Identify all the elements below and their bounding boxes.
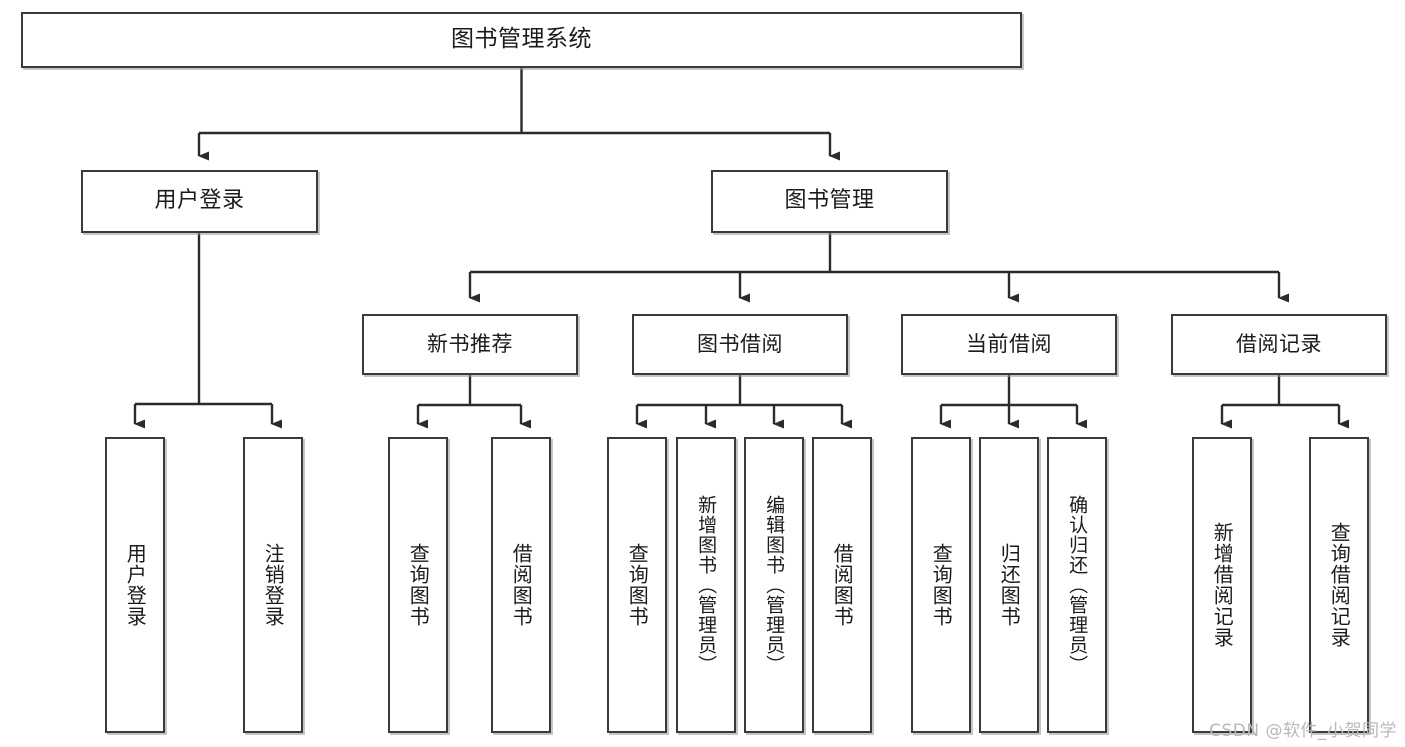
leaf-borrow-query-book-label: 查询图书 [625, 543, 650, 627]
node-current-borrow-label: 当前借阅 [966, 331, 1052, 356]
leaf-record-query-record-label: 查询借阅记录 [1327, 522, 1352, 648]
leaf-current-return-book[interactable]: 归还图书 [979, 437, 1039, 733]
leaf-newbook-query-book-label: 查询图书 [406, 543, 431, 627]
leaf-newbook-query-book[interactable]: 查询图书 [388, 437, 448, 733]
leaf-borrow-edit-book-admin-label: 编辑图书（管理员） [763, 495, 786, 675]
node-borrow-record-label: 借阅记录 [1236, 331, 1322, 356]
connectors [133, 68, 1349, 429]
node-root-label: 图书管理系统 [451, 26, 592, 53]
node-root-system[interactable]: 图书管理系统 [21, 12, 1022, 68]
leaf-borrow-borrow-book-label: 借阅图书 [830, 543, 855, 627]
leaf-borrow-add-book-admin[interactable]: 新增图书（管理员） [676, 437, 736, 733]
node-user-login-label: 用户登录 [154, 188, 245, 214]
node-book-management-label: 图书管理 [784, 188, 875, 214]
node-book-borrow[interactable]: 图书借阅 [632, 314, 848, 375]
csdn-watermark: CSDN @软件_小贺同学 [1209, 721, 1397, 741]
leaf-current-return-book-label: 归还图书 [997, 543, 1022, 627]
leaf-current-query-book-label: 查询图书 [929, 543, 954, 627]
leaf-record-add-record[interactable]: 新增借阅记录 [1192, 437, 1252, 733]
node-new-book-recommend[interactable]: 新书推荐 [362, 314, 578, 375]
leaf-current-confirm-return-admin[interactable]: 确认归还（管理员） [1047, 437, 1107, 733]
node-new-book-recommend-label: 新书推荐 [427, 331, 513, 356]
leaf-borrow-query-book[interactable]: 查询图书 [607, 437, 667, 733]
leaf-borrow-borrow-book[interactable]: 借阅图书 [812, 437, 872, 733]
node-book-management[interactable]: 图书管理 [711, 170, 948, 233]
leaf-user-logout[interactable]: 注销登录 [243, 437, 303, 733]
node-current-borrow[interactable]: 当前借阅 [901, 314, 1117, 375]
leaf-user-login-1[interactable]: 用户登录 [105, 437, 165, 733]
leaf-user-login-1-label: 用户登录 [123, 543, 148, 627]
node-user-login[interactable]: 用户登录 [81, 170, 318, 233]
leaf-record-query-record[interactable]: 查询借阅记录 [1309, 437, 1369, 733]
node-borrow-record[interactable]: 借阅记录 [1171, 314, 1387, 375]
leaf-newbook-borrow-book[interactable]: 借阅图书 [491, 437, 551, 733]
leaf-borrow-add-book-admin-label: 新增图书（管理员） [695, 495, 718, 675]
leaf-borrow-edit-book-admin[interactable]: 编辑图书（管理员） [744, 437, 804, 733]
node-book-borrow-label: 图书借阅 [697, 331, 783, 356]
leaf-current-query-book[interactable]: 查询图书 [911, 437, 971, 733]
leaf-record-add-record-label: 新增借阅记录 [1210, 522, 1235, 648]
leaf-current-confirm-return-admin-label: 确认归还（管理员） [1066, 495, 1089, 675]
leaf-newbook-borrow-book-label: 借阅图书 [509, 543, 534, 627]
leaf-user-logout-label: 注销登录 [261, 543, 286, 627]
